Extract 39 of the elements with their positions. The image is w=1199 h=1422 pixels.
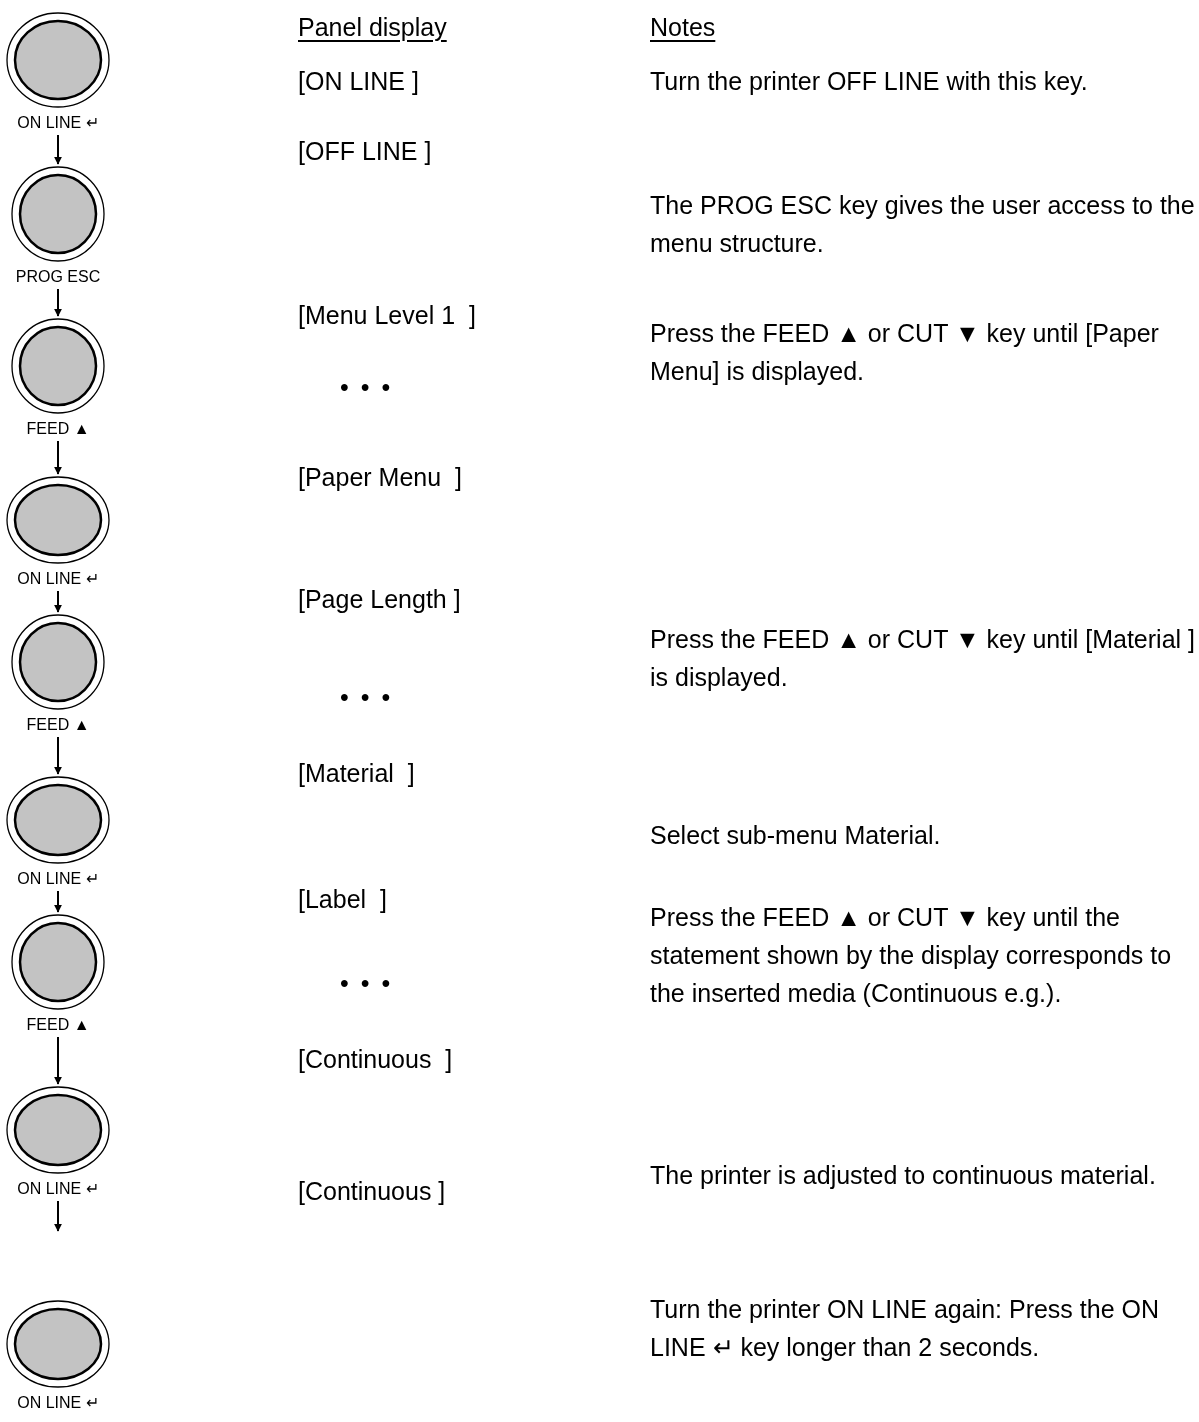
arrow (54, 1036, 62, 1085)
key-label: FEED ▲ (26, 1015, 90, 1035)
column-heading: Notes (650, 12, 717, 43)
note-text: Press the FEED ▲ or CUT ▼ key until [Material ] is displayed. (650, 624, 1195, 693)
display-text: [Continuous ] (298, 1044, 454, 1075)
note-text: Press the FEED ▲ or CUT ▼ key until the statement shown by the display corresponds to the inserted media (Continuous e.g.). (650, 902, 1173, 1009)
note-text: Select sub-menu Material. (650, 820, 942, 851)
arrow (54, 288, 62, 317)
key-label: ON LINE ↵ (17, 1393, 99, 1413)
arrow (54, 1200, 62, 1232)
display-text: [Material ] (298, 758, 416, 789)
key-label: ON LINE ↵ (17, 1179, 99, 1199)
note-text: The printer is adjusted to continuous material. (650, 1160, 1157, 1191)
ellipsis-dots: • • • (340, 968, 394, 999)
display-text: [Label ] (298, 884, 388, 915)
arrow (54, 590, 62, 613)
display-text: [Paper Menu ] (298, 462, 463, 493)
arrow (54, 736, 62, 775)
arrow (54, 134, 62, 165)
display-text: [Page Length ] (298, 584, 462, 615)
key-label: ON LINE ↵ (17, 569, 99, 589)
note-text: Turn the printer OFF LINE with this key. (650, 66, 1089, 97)
note-text: Turn the printer ON LINE again: Press the ON LINE ↵ key longer than 2 seconds. (650, 1294, 1160, 1363)
display-text: [Continuous ] (298, 1176, 447, 1207)
ellipsis-dots: • • • (340, 682, 394, 713)
note-text: The PROG ESC key gives the user access to the menu structure. (650, 190, 1195, 259)
key-label: FEED ▲ (26, 715, 90, 735)
key-label: PROG ESC (15, 267, 101, 287)
display-text: [Menu Level 1 ] (298, 300, 477, 331)
ellipsis-dots: • • • (340, 372, 394, 403)
key-label: ON LINE ↵ (17, 869, 99, 889)
display-text: [OFF LINE ] (298, 136, 433, 167)
key-label: ON LINE ↵ (17, 113, 99, 133)
note-text: Press the FEED ▲ or CUT ▼ key until [Paper Menu] is displayed. (650, 318, 1160, 387)
arrow (54, 890, 62, 913)
display-text: [ON LINE ] (298, 66, 420, 97)
column-heading: Panel display (298, 12, 448, 43)
key-label: FEED ▲ (26, 419, 90, 439)
arrow (54, 440, 62, 475)
